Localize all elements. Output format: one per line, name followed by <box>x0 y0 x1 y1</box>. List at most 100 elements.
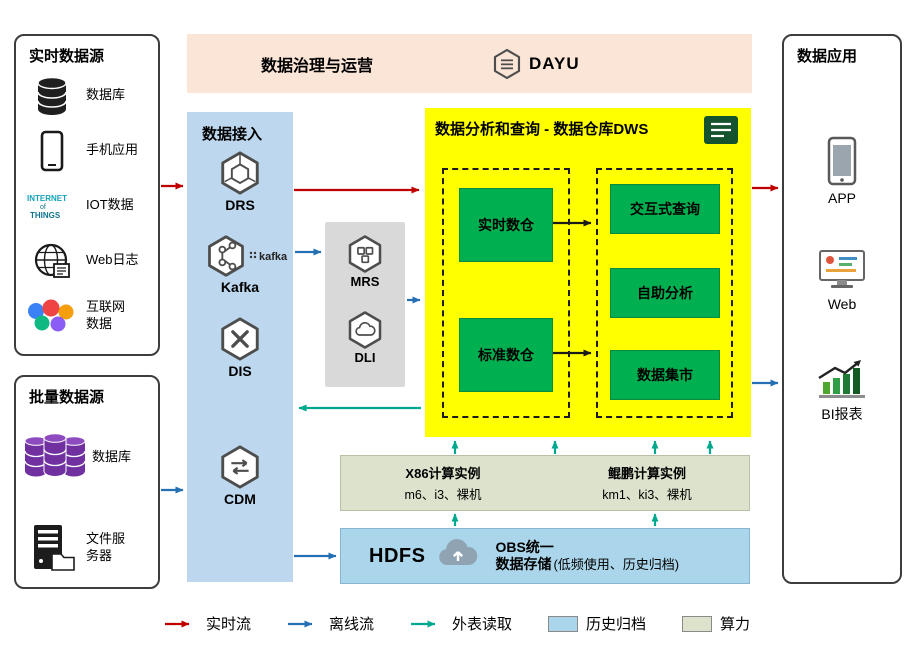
data-ingestion-title: 数据接入 <box>202 126 263 143</box>
interactive-query-box: 交互式查询 <box>610 184 720 234</box>
list-item: 数据库 <box>16 409 158 505</box>
compute-swatch <box>682 615 713 632</box>
purple-database-icon <box>24 431 86 483</box>
kunpeng-compute-block: 鲲鹏计算实例 km1、ki3、裸机 <box>545 456 749 510</box>
data-ingestion-panel: 数据接入 DRS <box>187 112 293 582</box>
obs-storage-label: OBS统一 数据存储 (低频使用、历史归档) <box>495 539 679 574</box>
app-label: APP <box>827 190 856 206</box>
archive-swatch <box>548 615 578 632</box>
kafka-hexagon-icon <box>208 235 244 277</box>
realtime-sources-panel: 实时数据源 数据库 手机应用 INT <box>14 34 160 356</box>
kunpeng-title: 鲲鹏计算实例 <box>607 466 686 481</box>
web-monitor-icon <box>819 250 865 288</box>
cdm-hexagon-icon <box>221 445 259 489</box>
realtime-arrow-icon <box>164 620 190 627</box>
source-label: 手机应用 <box>86 142 139 158</box>
data-applications-title: 数据应用 <box>797 48 858 65</box>
external-read-arrow-icon <box>410 620 436 627</box>
service-item-dis: DIS <box>187 316 293 379</box>
data-mart-box: 数据集市 <box>610 350 720 400</box>
x86-compute-block: X86计算实例 m6、i3、裸机 <box>341 456 545 510</box>
list-item: 数据库 <box>16 68 158 123</box>
service-label: DLI <box>354 350 376 365</box>
batch-sources-panel: 批量数据源 <box>14 375 160 589</box>
app-label: BI报表 <box>821 406 863 422</box>
legend-label: 外表读取 <box>451 616 512 633</box>
obs-line1: OBS统一 <box>495 538 554 555</box>
file-server-icon <box>24 523 80 573</box>
staging-panel: MRS DLI <box>325 222 405 387</box>
governance-title: 数据治理与运营 <box>261 57 374 75</box>
dayu-hexagon-icon <box>493 48 521 79</box>
list-item: 文件服务器 <box>16 505 158 591</box>
warehouse-group: 实时数仓 标准数仓 <box>442 168 570 418</box>
source-label: 互联网数据 <box>86 298 126 331</box>
app-item: APP <box>784 136 900 206</box>
source-label: Web日志 <box>86 252 139 268</box>
x86-subtitle: m6、i3、裸机 <box>404 488 482 502</box>
compute-instances-strip: X86计算实例 m6、i3、裸机 鲲鹏计算实例 km1、ki3、裸机 <box>340 455 750 511</box>
svg-text:kafka: kafka <box>259 251 288 263</box>
dws-panel: 数据分析和查询 - 数据仓库DWS 实时数仓 标准数仓 交互式查询 自助分析 数… <box>425 108 751 437</box>
legend-item-archive: 历史归档 <box>548 613 646 634</box>
report-document-icon <box>703 115 739 150</box>
dli-hexagon-icon <box>348 311 382 349</box>
cloud-upload-icon <box>435 538 481 575</box>
list-item: Web日志 <box>16 233 158 288</box>
data-applications-panel: 数据应用 APP Web <box>782 34 902 584</box>
service-label: Kafka <box>220 279 260 295</box>
app-item: Web <box>784 248 900 312</box>
svg-text:THINGS: THINGS <box>30 211 61 220</box>
mrs-hexagon-icon <box>348 235 382 273</box>
legend-item-offline: 离线流 <box>287 613 374 634</box>
app-label: Web <box>827 296 857 312</box>
service-item-drs: DRS <box>187 150 293 213</box>
dis-hexagon-icon <box>221 317 259 361</box>
legend-label: 离线流 <box>328 616 374 633</box>
batch-sources-title: 批量数据源 <box>29 389 105 406</box>
source-label: 文件服务器 <box>86 531 126 563</box>
list-item: 互联网数据 <box>16 288 158 343</box>
kunpeng-subtitle: km1、ki3、裸机 <box>602 488 692 502</box>
legend: 实时流 离线流 外表读取 历史归档 算力 <box>0 613 914 634</box>
offline-arrow-icon <box>287 620 313 627</box>
obs-note: (低频使用、历史归档) <box>553 557 680 572</box>
service-label: MRS <box>350 274 380 289</box>
legend-label: 历史归档 <box>586 616 647 633</box>
service-item-kafka: kafka Kafka <box>187 234 293 295</box>
service-item-cdm: CDM <box>187 444 293 507</box>
hdfs-obs-strip: HDFS OBS统一 数据存储 (低频使用、历史归档) <box>340 528 750 584</box>
iot-icon: INTERNET of THINGS <box>24 192 80 220</box>
drs-hexagon-icon <box>221 151 259 195</box>
source-label: IOT数据 <box>86 197 134 213</box>
service-item-dli: DLI <box>325 310 405 365</box>
standard-warehouse-box: 标准数仓 <box>459 318 553 392</box>
web-log-icon <box>24 241 80 281</box>
governance-banner: 数据治理与运营 DAYU <box>187 34 752 93</box>
service-label: CDM <box>224 491 256 507</box>
svg-text:INTERNET: INTERNET <box>27 194 67 203</box>
list-item: 手机应用 <box>16 123 158 178</box>
list-item: INTERNET of THINGS IOT数据 <box>16 178 158 233</box>
dws-title: 数据分析和查询 - 数据仓库DWS <box>435 121 649 138</box>
bi-chart-icon <box>818 360 865 398</box>
service-label: DIS <box>228 363 252 379</box>
self-service-analysis-box: 自助分析 <box>610 268 720 318</box>
legend-item-compute: 算力 <box>682 613 750 634</box>
obs-line2: 数据存储 <box>495 556 552 572</box>
kafka-wordmark-icon: kafka <box>249 251 288 263</box>
dayu-label: DAYU <box>529 53 580 73</box>
svg-text:of: of <box>40 204 46 211</box>
legend-label: 算力 <box>720 616 751 633</box>
analysis-group: 交互式查询 自助分析 数据集市 <box>596 168 733 418</box>
service-label: DRS <box>225 197 255 213</box>
legend-item-external: 外表读取 <box>410 613 512 634</box>
dayu-logo: DAYU <box>491 48 580 80</box>
x86-title: X86计算实例 <box>405 466 481 481</box>
legend-label: 实时流 <box>205 616 251 633</box>
app-phone-icon <box>827 136 857 186</box>
internet-data-icon <box>24 299 80 333</box>
source-label: 数据库 <box>86 87 126 103</box>
realtime-warehouse-box: 实时数仓 <box>459 188 553 262</box>
